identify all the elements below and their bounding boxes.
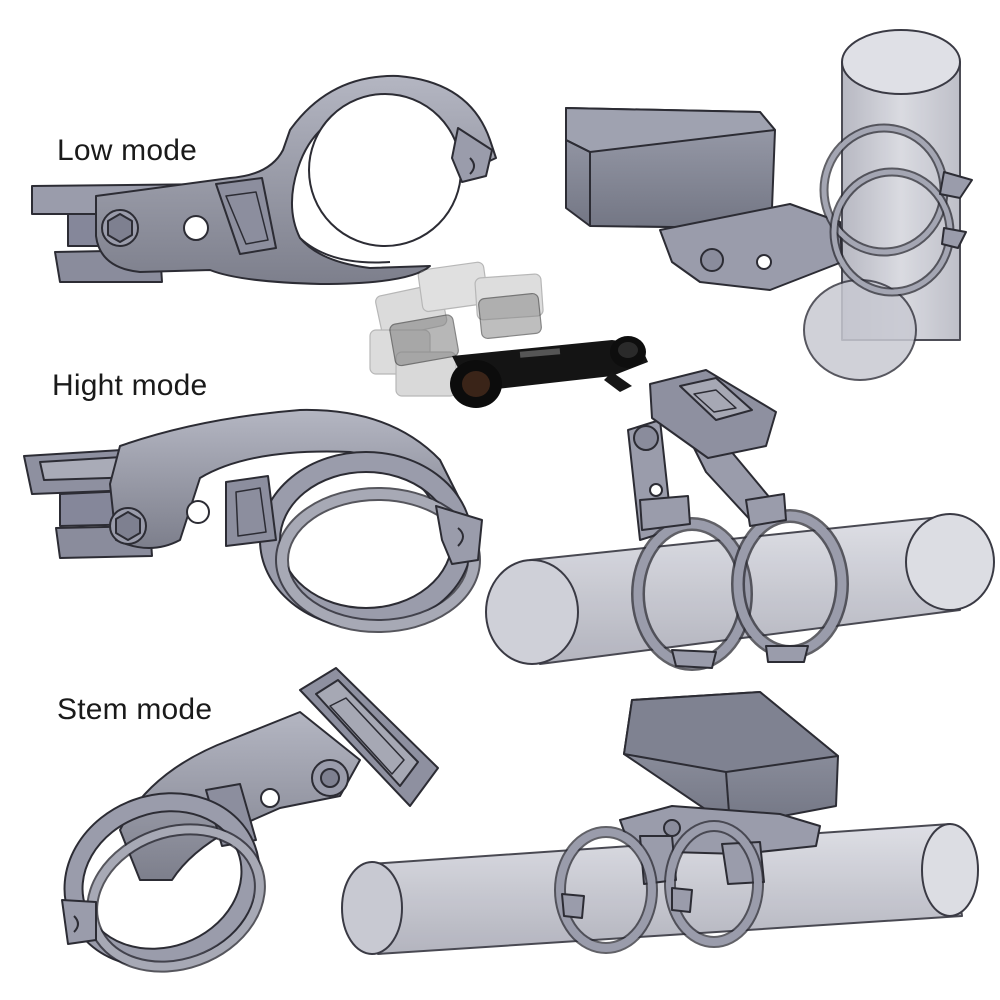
low-mode-side-view [31, 74, 497, 285]
high-mode-perspective-view [485, 369, 995, 671]
high-mode-side-view [23, 408, 483, 633]
hight-mode-label: Hight mode [52, 369, 208, 402]
stem-mode-label: Stem mode [57, 693, 213, 726]
stem-mode-perspective-view [341, 691, 979, 955]
low-mode-label: Low mode [57, 134, 198, 167]
low-mode-perspective-view [565, 29, 973, 381]
stem-mode-side-view [61, 667, 439, 973]
product-photo-composite [369, 261, 648, 408]
